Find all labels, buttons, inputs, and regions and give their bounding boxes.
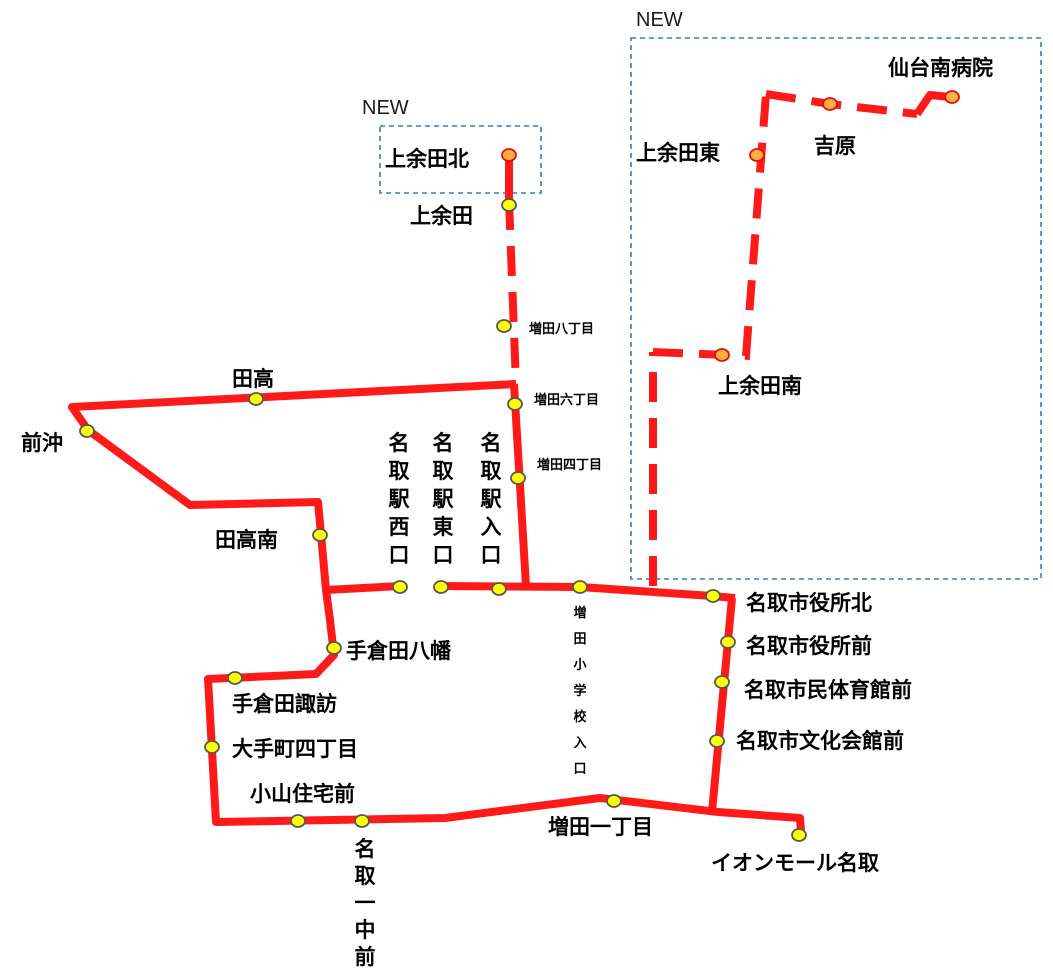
stop-label-shiyakusho-mae: 名取市役所前 [746, 634, 872, 658]
stop-marker-masuda-8[interactable] [496, 319, 512, 333]
stop-marker-koyama-jutaku-mae[interactable] [290, 814, 306, 828]
route-line-new-yoshihara [765, 90, 918, 118]
stop-label-masuda-shogakko-iriguchi: 増田小学校入口 [573, 605, 587, 777]
stop-label-kamiyoda-minami: 上余田南 [718, 374, 802, 398]
stop-label-maeoki: 前沖 [21, 431, 63, 455]
stop-label-masuda-6: 増田六丁目 [534, 392, 599, 408]
stop-marker-shiyakusho-mae[interactable] [720, 635, 736, 649]
new-area-box-left [379, 125, 542, 194]
stop-label-kamiyoda-kita: 上余田北 [385, 147, 469, 171]
stop-marker-masuda-1[interactable] [606, 794, 622, 808]
stop-label-natori-ichichu-mae: 名取一中前 [355, 837, 376, 969]
new-label-left: NEW [362, 97, 409, 119]
stop-marker-maeoki[interactable] [79, 424, 95, 438]
stop-marker-masuda-shogakko-iriguchi[interactable] [572, 580, 588, 594]
stop-marker-kamiyoda-higashi[interactable] [749, 148, 765, 162]
stop-marker-masuda-6[interactable] [507, 397, 523, 411]
stop-label-masuda-1: 増田一丁目 [548, 815, 653, 839]
stop-label-kamiyoda: 上余田 [410, 204, 473, 228]
stop-label-koyama-jutaku-mae: 小山住宅前 [250, 782, 355, 806]
new-label-right: NEW [636, 9, 683, 31]
stop-label-natori-eki-iriguchi: 名取駅入口 [481, 431, 503, 567]
stop-marker-yoshihara[interactable] [822, 97, 838, 111]
stop-marker-sendai-minami-byoin[interactable] [944, 90, 960, 104]
stop-marker-shiyakusho-kita[interactable] [705, 589, 721, 603]
route-line-new-hospital [913, 91, 951, 117]
stop-marker-kamiyoda[interactable] [501, 198, 517, 212]
route-line-shiyakusho-vertical [708, 597, 736, 813]
stop-marker-tekurada-hachiman[interactable] [326, 641, 342, 655]
stop-marker-natori-ichichu-mae[interactable] [354, 814, 370, 828]
stop-label-yoshihara: 吉原 [814, 134, 856, 158]
route-line-new-kamiyoda-higashi [742, 93, 770, 357]
stop-marker-kamiyoda-kita[interactable] [501, 148, 517, 162]
stop-marker-otemachi-4[interactable] [204, 740, 220, 754]
stop-label-masuda-8: 増田八丁目 [529, 321, 594, 337]
stop-marker-takadaka-minami[interactable] [312, 528, 328, 542]
stop-label-natori-eki-nishiguchi: 名取駅西口 [389, 431, 411, 567]
stop-marker-masuda-4[interactable] [510, 471, 526, 485]
stop-label-shiyakusho-kita: 名取市役所北 [746, 591, 872, 615]
stop-label-takadaka-minami: 田高南 [215, 528, 278, 552]
stop-marker-kamiyoda-minami[interactable] [714, 348, 730, 362]
stop-marker-shimin-taiikukan-mae[interactable] [714, 675, 730, 689]
stop-marker-natori-eki-nishiguchi[interactable] [392, 580, 408, 594]
route-line-masuda-vertical [510, 383, 530, 587]
stop-label-bunka-kaikan-mae: 名取市文化会館前 [736, 729, 904, 753]
stop-label-tekurada-hachiman: 手倉田八幡 [346, 639, 452, 663]
stop-label-kamiyoda-higashi: 上余田東 [636, 141, 720, 165]
stop-label-natori-eki-higashiguchi: 名取駅東口 [433, 431, 455, 567]
stop-label-sendai-minami-byoin: 仙台南病院 [888, 56, 993, 80]
stop-marker-bunka-kaikan-mae[interactable] [709, 734, 725, 748]
stop-label-masuda-4: 増田四丁目 [537, 457, 602, 473]
stop-label-otemachi-4: 大手町四丁目 [232, 737, 358, 761]
new-area-box-right [630, 37, 1042, 580]
route-line-station-road [325, 582, 401, 594]
stop-label-tekurada-suwa: 手倉田諏訪 [232, 692, 337, 716]
route-line-new-east-horizontal [652, 348, 751, 360]
stop-label-shimin-taiikukan-mae: 名取市民体育館前 [744, 678, 912, 702]
stop-marker-tekurada-suwa[interactable] [227, 671, 243, 685]
stop-marker-natori-eki-higashiguchi[interactable] [433, 580, 449, 594]
stop-label-aeon-mall-natori: イオンモール名取 [711, 851, 879, 875]
route-line-takadaka [68, 380, 805, 833]
stop-label-takadaka: 田高 [232, 367, 274, 391]
route-line-new-kamiyoda [505, 199, 520, 385]
stop-marker-natori-eki-iriguchi[interactable] [491, 582, 507, 596]
route-line-east-road [437, 582, 736, 602]
stop-marker-aeon-mall-natori[interactable] [791, 828, 807, 842]
stop-marker-takadaka[interactable] [248, 392, 264, 406]
